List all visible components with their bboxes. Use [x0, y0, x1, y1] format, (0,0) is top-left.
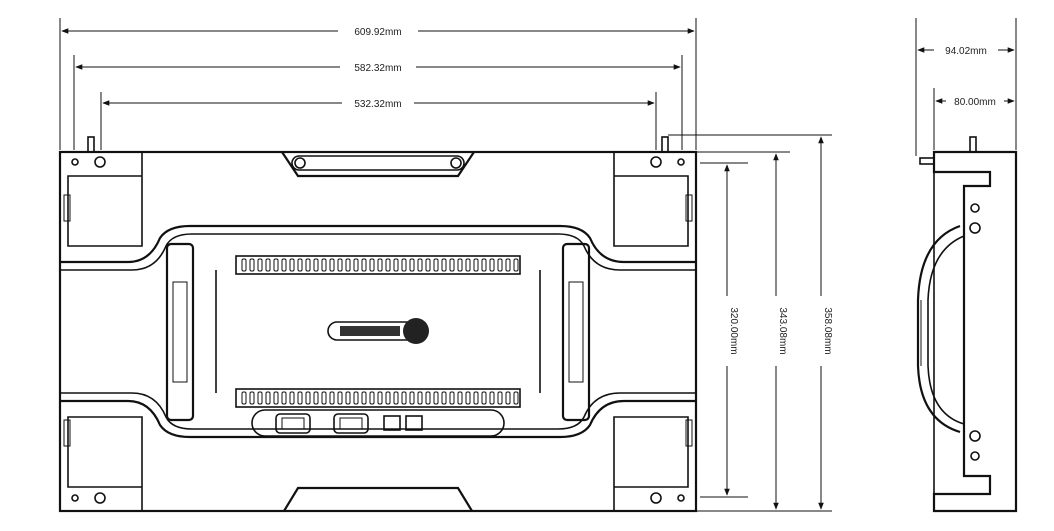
heat-sink-rib — [473, 391, 479, 405]
heat-sink-rib — [361, 391, 367, 405]
bottom-handle — [283, 486, 473, 512]
heat-sink-rib — [257, 258, 263, 272]
heat-sink-rib — [377, 391, 383, 405]
heat-sink-rib — [361, 258, 367, 272]
heat-sink-rib — [393, 258, 399, 272]
heat-sink-rib — [273, 258, 279, 272]
heat-sink-rib — [385, 391, 391, 405]
heat-sink-rib — [513, 391, 519, 405]
heat-sink-rib — [497, 258, 503, 272]
dim-front-width-inner: 532.32mm — [354, 99, 401, 110]
side-tab — [919, 157, 935, 165]
heat-sink-rib — [465, 258, 471, 272]
corner-blocks — [60, 151, 696, 512]
heat-sink-rib — [353, 258, 359, 272]
heat-sink-rib — [473, 258, 479, 272]
heat-sink-rib — [513, 258, 519, 272]
heat-sink-rib — [385, 258, 391, 272]
heat-sink-rib — [401, 258, 407, 272]
heat-sink-rib — [345, 258, 351, 272]
heat-sink-rib — [297, 391, 303, 405]
heat-sink-rib — [489, 258, 495, 272]
connector-panel — [251, 409, 505, 437]
heat-sink-rib — [249, 258, 255, 272]
heat-sink-rib — [505, 258, 511, 272]
locating-pins — [87, 136, 669, 153]
heat-sink-rib — [409, 258, 415, 272]
heat-sink-rib — [369, 391, 375, 405]
heat-sink-rib — [457, 258, 463, 272]
heat-sink-rib — [241, 258, 247, 272]
heat-sink-rib — [497, 391, 503, 405]
heat-sink-rib — [249, 391, 255, 405]
heat-sink-rib — [273, 391, 279, 405]
heat-sink-rib — [337, 391, 343, 405]
heat-sink-rib — [329, 258, 335, 272]
side-handle — [916, 224, 965, 434]
heat-sink-rib — [337, 258, 343, 272]
heat-sink-rib — [425, 391, 431, 405]
heat-sink-rib — [505, 391, 511, 405]
heat-sink-rib — [433, 258, 439, 272]
heat-sink-rib — [313, 258, 319, 272]
heat-sink-rib — [417, 258, 423, 272]
side-view — [916, 136, 1018, 513]
heat-sink-rib — [433, 391, 439, 405]
heat-sink-rib — [401, 391, 407, 405]
heat-sink-rib — [441, 391, 447, 405]
dimension-labels: 609.92mm 582.32mm 532.32mm 94.02mm 80.00… — [354, 27, 995, 355]
heat-sink-rib — [441, 258, 447, 272]
heat-sink-rib — [297, 258, 303, 272]
heat-sink-rib — [409, 391, 415, 405]
side-bars — [165, 242, 591, 422]
brand-logo — [327, 318, 429, 344]
dim-side-depth-outer: 94.02mm — [945, 46, 987, 57]
heat-sink-rib — [265, 258, 271, 272]
heat-sink-rib — [393, 391, 399, 405]
side-profile — [932, 150, 1018, 513]
heat-sink-rib — [345, 391, 351, 405]
heat-sink-rib — [449, 258, 455, 272]
heat-sink-rib — [417, 391, 423, 405]
cabinet-outline — [58, 150, 698, 513]
heat-sink-rib — [465, 391, 471, 405]
heat-sink-rib — [481, 258, 487, 272]
heat-sink-rib — [489, 391, 495, 405]
side-pin — [969, 136, 977, 153]
heat-sink-rib — [321, 391, 327, 405]
dim-front-width-outer: 609.92mm — [354, 27, 401, 38]
heat-sink-rib — [305, 391, 311, 405]
heat-sink-rib — [377, 258, 383, 272]
dim-side-depth-inner: 80.00mm — [954, 97, 996, 108]
heat-sink-rib — [481, 391, 487, 405]
heat-sink-rib — [329, 391, 335, 405]
heat-sink-rib — [241, 391, 247, 405]
heat-sink-rib — [353, 391, 359, 405]
heat-sink-rib — [425, 258, 431, 272]
heat-sink-rib — [281, 258, 287, 272]
dim-height-mid: 343.08mm — [777, 307, 788, 354]
heat-sink-rib — [289, 391, 295, 405]
central-frame — [60, 224, 696, 439]
dim-height-outer: 358.08mm — [822, 307, 833, 354]
heat-sink-rib — [305, 258, 311, 272]
top-handle — [281, 151, 475, 178]
heat-sink-rib — [265, 391, 271, 405]
heat-sink-rib — [457, 391, 463, 405]
dim-height-inner: 320.00mm — [728, 307, 739, 354]
heat-sink-rib — [369, 258, 375, 272]
heat-sink-ribs — [235, 255, 521, 408]
heat-sink-rib — [313, 391, 319, 405]
heat-sink-rib — [289, 258, 295, 272]
dim-front-width-mid: 582.32mm — [354, 63, 401, 74]
mounting-holes — [71, 156, 685, 504]
dimension-lines — [59, 18, 1017, 512]
heat-sink-rib — [321, 258, 327, 272]
front-view — [58, 136, 698, 513]
heat-sink-rib — [281, 391, 287, 405]
heat-sink-rib — [449, 391, 455, 405]
heat-sink-rib — [257, 391, 263, 405]
